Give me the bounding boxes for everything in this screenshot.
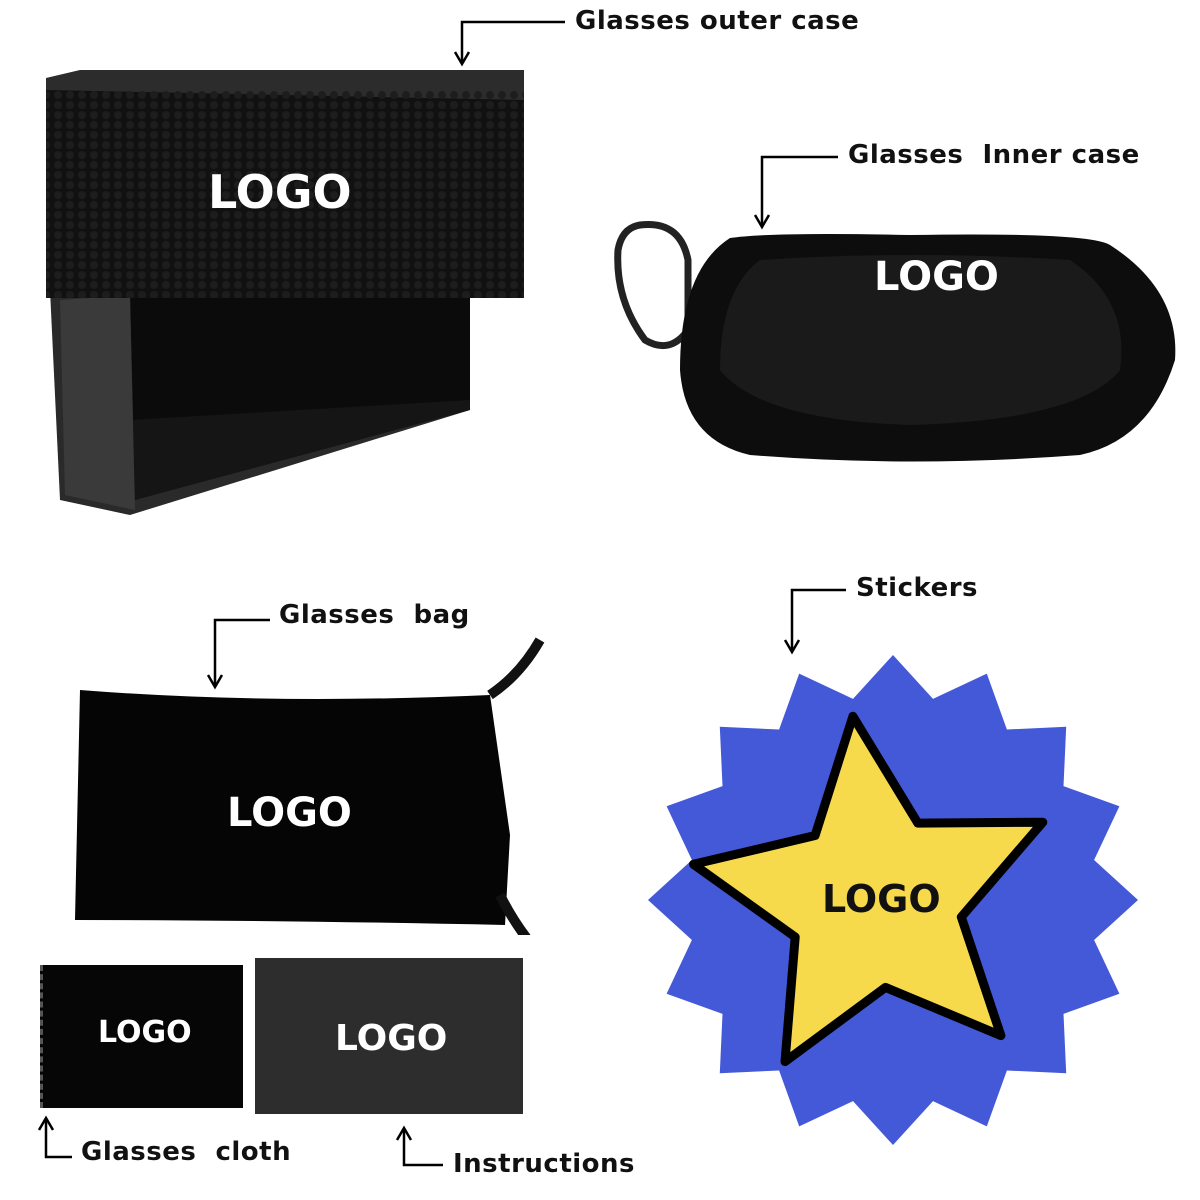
inner-case-drawing [614, 220, 1176, 462]
cloth-label: Glasses cloth [81, 1137, 292, 1167]
outer-case-drawing [46, 70, 524, 515]
bag-label: Glasses bag [279, 600, 470, 630]
outer-case-logo: LOGO [208, 165, 352, 219]
glasses-cloth-logo: LOGO [98, 1015, 192, 1050]
instructions-arrow [402, 1130, 443, 1167]
cloth-arrow [44, 1120, 72, 1159]
outer-case-image: LOGO [40, 70, 540, 520]
inner-case-logo: LOGO [874, 254, 999, 300]
inner-case-arrow [760, 155, 838, 225]
glasses-cloth-image: LOGO [40, 965, 243, 1108]
instructions-label: Instructions [453, 1149, 636, 1179]
glasses-bag-logo: LOGO [227, 790, 352, 836]
inner-case-label: Glasses Inner case [848, 140, 1140, 170]
bag-arrow [213, 618, 270, 685]
sticker-logo: LOGO [822, 877, 941, 921]
sticker-drawing [648, 655, 1138, 1145]
stickers-label: Stickers [856, 573, 979, 603]
inner-case-image: LOGO [610, 220, 1190, 470]
instructions-image: LOGO [255, 958, 523, 1114]
sticker-image: LOGO [630, 655, 1140, 1155]
stickers-arrow [790, 588, 846, 650]
instructions-logo: LOGO [335, 1018, 448, 1059]
glasses-bag-image: LOGO [70, 635, 560, 969]
outer-case-label: Glasses outer case [575, 6, 860, 36]
sticker-star-shape [689, 711, 1048, 1067]
outer-case-arrow [460, 20, 565, 62]
